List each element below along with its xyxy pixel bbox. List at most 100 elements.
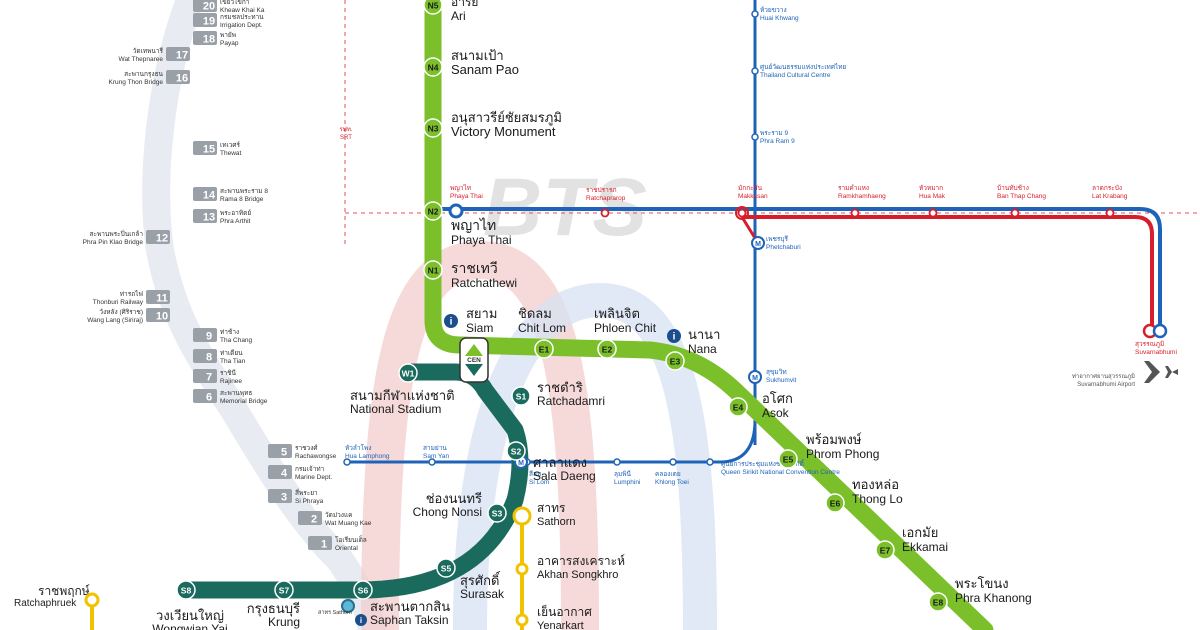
station-marker[interactable]: E4 — [728, 397, 748, 417]
mrt-station[interactable] — [669, 458, 677, 466]
airport-link-name-th: ลาดกระบัง — [1092, 184, 1122, 192]
station-name-en: Ari — [451, 9, 466, 23]
svg-text:M: M — [518, 460, 524, 467]
pier-badge[interactable]: 5 — [268, 444, 292, 459]
station-marker[interactable]: E3 — [665, 351, 685, 371]
pier-badge[interactable]: 19 — [193, 13, 217, 28]
station-marker[interactable]: S8 — [176, 580, 196, 600]
pier-badge[interactable]: 20 — [193, 0, 217, 13]
mrt-station[interactable] — [613, 458, 621, 466]
pier-badge[interactable]: 11 — [146, 290, 170, 305]
airport-link-station[interactable] — [850, 208, 860, 218]
gold-name-en: Yenarkart — [537, 620, 584, 630]
station-marker[interactable]: S5 — [436, 558, 456, 578]
makkasan-interchange[interactable] — [735, 206, 749, 220]
pier-badge[interactable]: 13 — [193, 209, 217, 224]
station-marker[interactable]: S6 — [353, 580, 373, 600]
station-marker[interactable]: W1 — [398, 363, 418, 383]
pier-badge[interactable]: 12 — [146, 230, 170, 245]
mrt-station[interactable] — [751, 67, 759, 75]
ratchaphruek-station[interactable] — [84, 592, 100, 608]
station-name-en: Wongwian Yai — [152, 622, 227, 630]
airport-link-station[interactable] — [1010, 208, 1020, 218]
pier-badge[interactable]: 18 — [193, 31, 217, 46]
info-icon[interactable]: i — [667, 329, 681, 343]
pier-badge[interactable]: 10 — [146, 308, 170, 323]
mrt-name-th: สามย่าน — [423, 445, 447, 452]
station-marker[interactable]: E6 — [825, 493, 845, 513]
airport-link-name-en: Ratchaprarop — [586, 195, 626, 202]
station-marker[interactable]: E7 — [875, 540, 895, 560]
station-name-en: Ratchathewi — [451, 276, 517, 290]
pier-name-en: Krung Thon Bridge — [109, 79, 164, 86]
pier-badge[interactable]: 14 — [193, 187, 217, 202]
svg-text:M: M — [755, 241, 761, 248]
mrt-station[interactable] — [706, 458, 714, 466]
station-name-en: Thong Lo — [852, 492, 903, 506]
airport-link-station[interactable] — [928, 208, 938, 218]
pier-name-th: สี่พระยา — [295, 488, 318, 497]
suvarnabhumi-terminal-blue[interactable] — [1152, 323, 1168, 339]
pier-badge[interactable]: 6 — [193, 389, 217, 404]
mrt-station[interactable] — [428, 458, 436, 466]
sathorn-pier-icon[interactable] — [341, 599, 355, 613]
station-marker[interactable]: S7 — [274, 580, 294, 600]
ratchaphruek-en: Ratchaphruek — [14, 598, 77, 609]
station-name-th: ทองหล่อ — [852, 477, 899, 492]
airport-link-station[interactable] — [600, 208, 610, 218]
station-name-en: Chong Nonsi — [413, 505, 482, 519]
gold-name-en: Sathorn — [537, 516, 576, 528]
station-marker[interactable]: E1 — [534, 339, 554, 359]
airport-link-station[interactable] — [1105, 208, 1115, 218]
station-marker[interactable]: N4 — [423, 57, 443, 77]
station-marker[interactable]: E2 — [597, 339, 617, 359]
pier-badge[interactable]: 9 — [193, 328, 217, 343]
station-name-en: Siam — [466, 321, 493, 335]
mrt-interchange-icon[interactable]: M — [748, 370, 762, 384]
saphan-taksin-info-glyph: i — [360, 616, 362, 625]
station-marker[interactable]: N2 — [423, 201, 443, 221]
gold-line-station[interactable] — [515, 613, 529, 627]
station-code: E8 — [933, 598, 944, 608]
pier-badge[interactable]: 15 — [193, 141, 217, 156]
station-marker[interactable]: E8 — [928, 592, 948, 612]
station-name-en: Asok — [762, 406, 790, 420]
pier-badge[interactable]: 2 — [298, 511, 322, 526]
station-marker[interactable]: E5 — [778, 449, 798, 469]
airport-link-name-en: Lat Krabang — [1092, 193, 1128, 200]
airport-link-name-th: ราชปรารภ — [586, 187, 617, 194]
pier-badge[interactable]: 16 — [166, 70, 190, 85]
saphan-taksin-info-icon[interactable] — [355, 614, 367, 626]
mrt-station[interactable] — [343, 458, 351, 466]
mrt-station[interactable] — [751, 133, 759, 141]
mrt-interchange-icon[interactable]: M — [751, 236, 765, 250]
station-marker[interactable]: N1 — [423, 260, 443, 280]
airport-link-name-en: Suvarnabhumi — [1135, 349, 1177, 356]
gold-line-station[interactable] — [512, 506, 532, 526]
pier-badge[interactable]: 8 — [193, 349, 217, 364]
station-marker[interactable]: S2 — [506, 441, 526, 461]
station-marker[interactable]: N3 — [423, 118, 443, 138]
mrt-name-en: Khlong Toei — [655, 479, 689, 486]
mrt-station[interactable] — [751, 10, 759, 18]
station-marker[interactable]: N5 — [423, 0, 443, 15]
station-marker[interactable]: S1 — [511, 386, 531, 406]
mrt-name-en: Si Lom — [529, 479, 549, 486]
pier-name-en: Rama 8 Bridge — [220, 196, 264, 203]
pier-name-th: ท่าเตียน — [220, 349, 243, 357]
pier-badge[interactable]: 1 — [308, 536, 332, 551]
pier-badge[interactable]: 17 — [166, 47, 190, 62]
gold-line-station[interactable] — [515, 562, 529, 576]
station-name-en: Krung — [268, 615, 300, 629]
station-marker[interactable]: S3 — [487, 503, 507, 523]
airport-link-station[interactable] — [737, 208, 747, 218]
station-code: E3 — [670, 357, 681, 367]
central-interchange[interactable]: CEN — [459, 337, 489, 383]
airport-link-name-en: Ramkhamhaeng — [838, 193, 886, 200]
pier-badge[interactable]: 7 — [193, 369, 217, 384]
info-icon[interactable]: i — [444, 314, 458, 328]
phaya-thai-interchange-ring[interactable] — [448, 203, 464, 219]
pier-badge[interactable]: 3 — [268, 489, 292, 504]
pier-badge[interactable]: 4 — [268, 465, 292, 480]
